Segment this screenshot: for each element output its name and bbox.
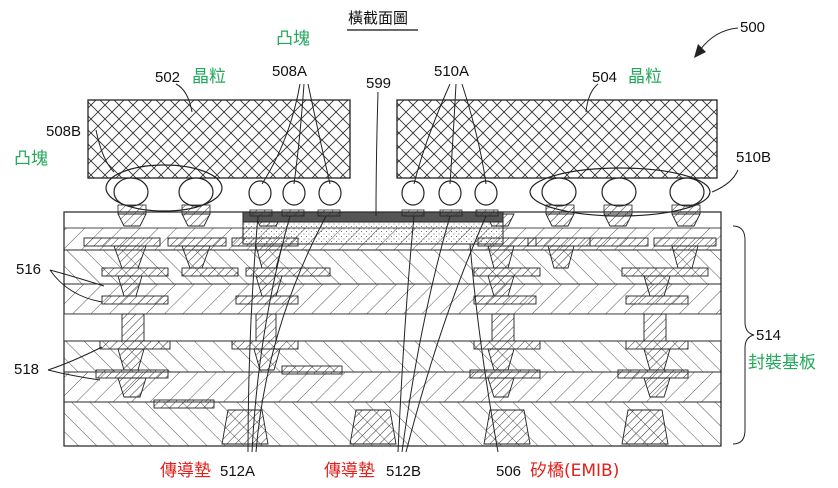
substrate-bracket <box>732 225 755 445</box>
substrate-layer <box>63 371 722 403</box>
label-514: 514 <box>756 327 781 344</box>
label-514-cjk: 封裝基板 <box>748 353 816 373</box>
label-502-cjk: 晶粒 <box>192 67 226 87</box>
leader-lines <box>47 83 739 453</box>
label-506-cjk: 矽橋(EMIB) <box>530 461 619 481</box>
label-508b-cjk: 凸塊 <box>14 149 48 169</box>
label-516: 516 <box>16 261 41 278</box>
silicon-bridge-emib <box>242 209 504 245</box>
bump-group-508b-outline <box>105 164 223 212</box>
arrow-500-head <box>694 44 706 58</box>
via-stacks <box>83 213 717 445</box>
bump <box>541 177 577 207</box>
bump <box>474 180 498 206</box>
bumps <box>113 177 705 207</box>
label-512b: 512B <box>386 463 421 480</box>
substrate-layer <box>63 340 722 373</box>
label-512a-cjk: 傳導墊 <box>160 461 211 481</box>
label-510a: 510A <box>434 63 469 80</box>
label-599: 599 <box>366 75 391 92</box>
bump-group-510b-outline <box>529 167 711 217</box>
label-508a: 508A <box>272 63 307 80</box>
label-512a: 512A <box>220 463 255 480</box>
label-504-cjk: 晶粒 <box>628 67 662 87</box>
die-502 <box>87 99 351 179</box>
label-508b: 508B <box>46 123 81 140</box>
label-518: 518 <box>14 361 39 378</box>
package-substrate <box>63 211 722 447</box>
label-510b: 510B <box>736 149 771 166</box>
bump <box>282 180 306 206</box>
arrow-500 <box>699 27 739 51</box>
bump <box>113 177 149 207</box>
bump <box>438 180 462 206</box>
bump <box>601 177 637 207</box>
label-502: 502 <box>155 69 180 86</box>
label-512b-cjk: 傳導墊 <box>324 461 375 481</box>
label-504: 504 <box>592 69 617 86</box>
die-504 <box>396 99 718 179</box>
bump <box>178 177 214 207</box>
figure-title: 橫截面圖 <box>348 9 408 27</box>
substrate-core <box>63 313 722 342</box>
label-506: 506 <box>496 463 521 480</box>
bump <box>318 180 342 206</box>
substrate-layer <box>63 249 722 285</box>
bump <box>669 177 705 207</box>
label-508a-cjk: 凸塊 <box>276 29 310 49</box>
bump <box>401 180 425 206</box>
bump <box>248 180 272 206</box>
label-500: 500 <box>740 19 765 36</box>
